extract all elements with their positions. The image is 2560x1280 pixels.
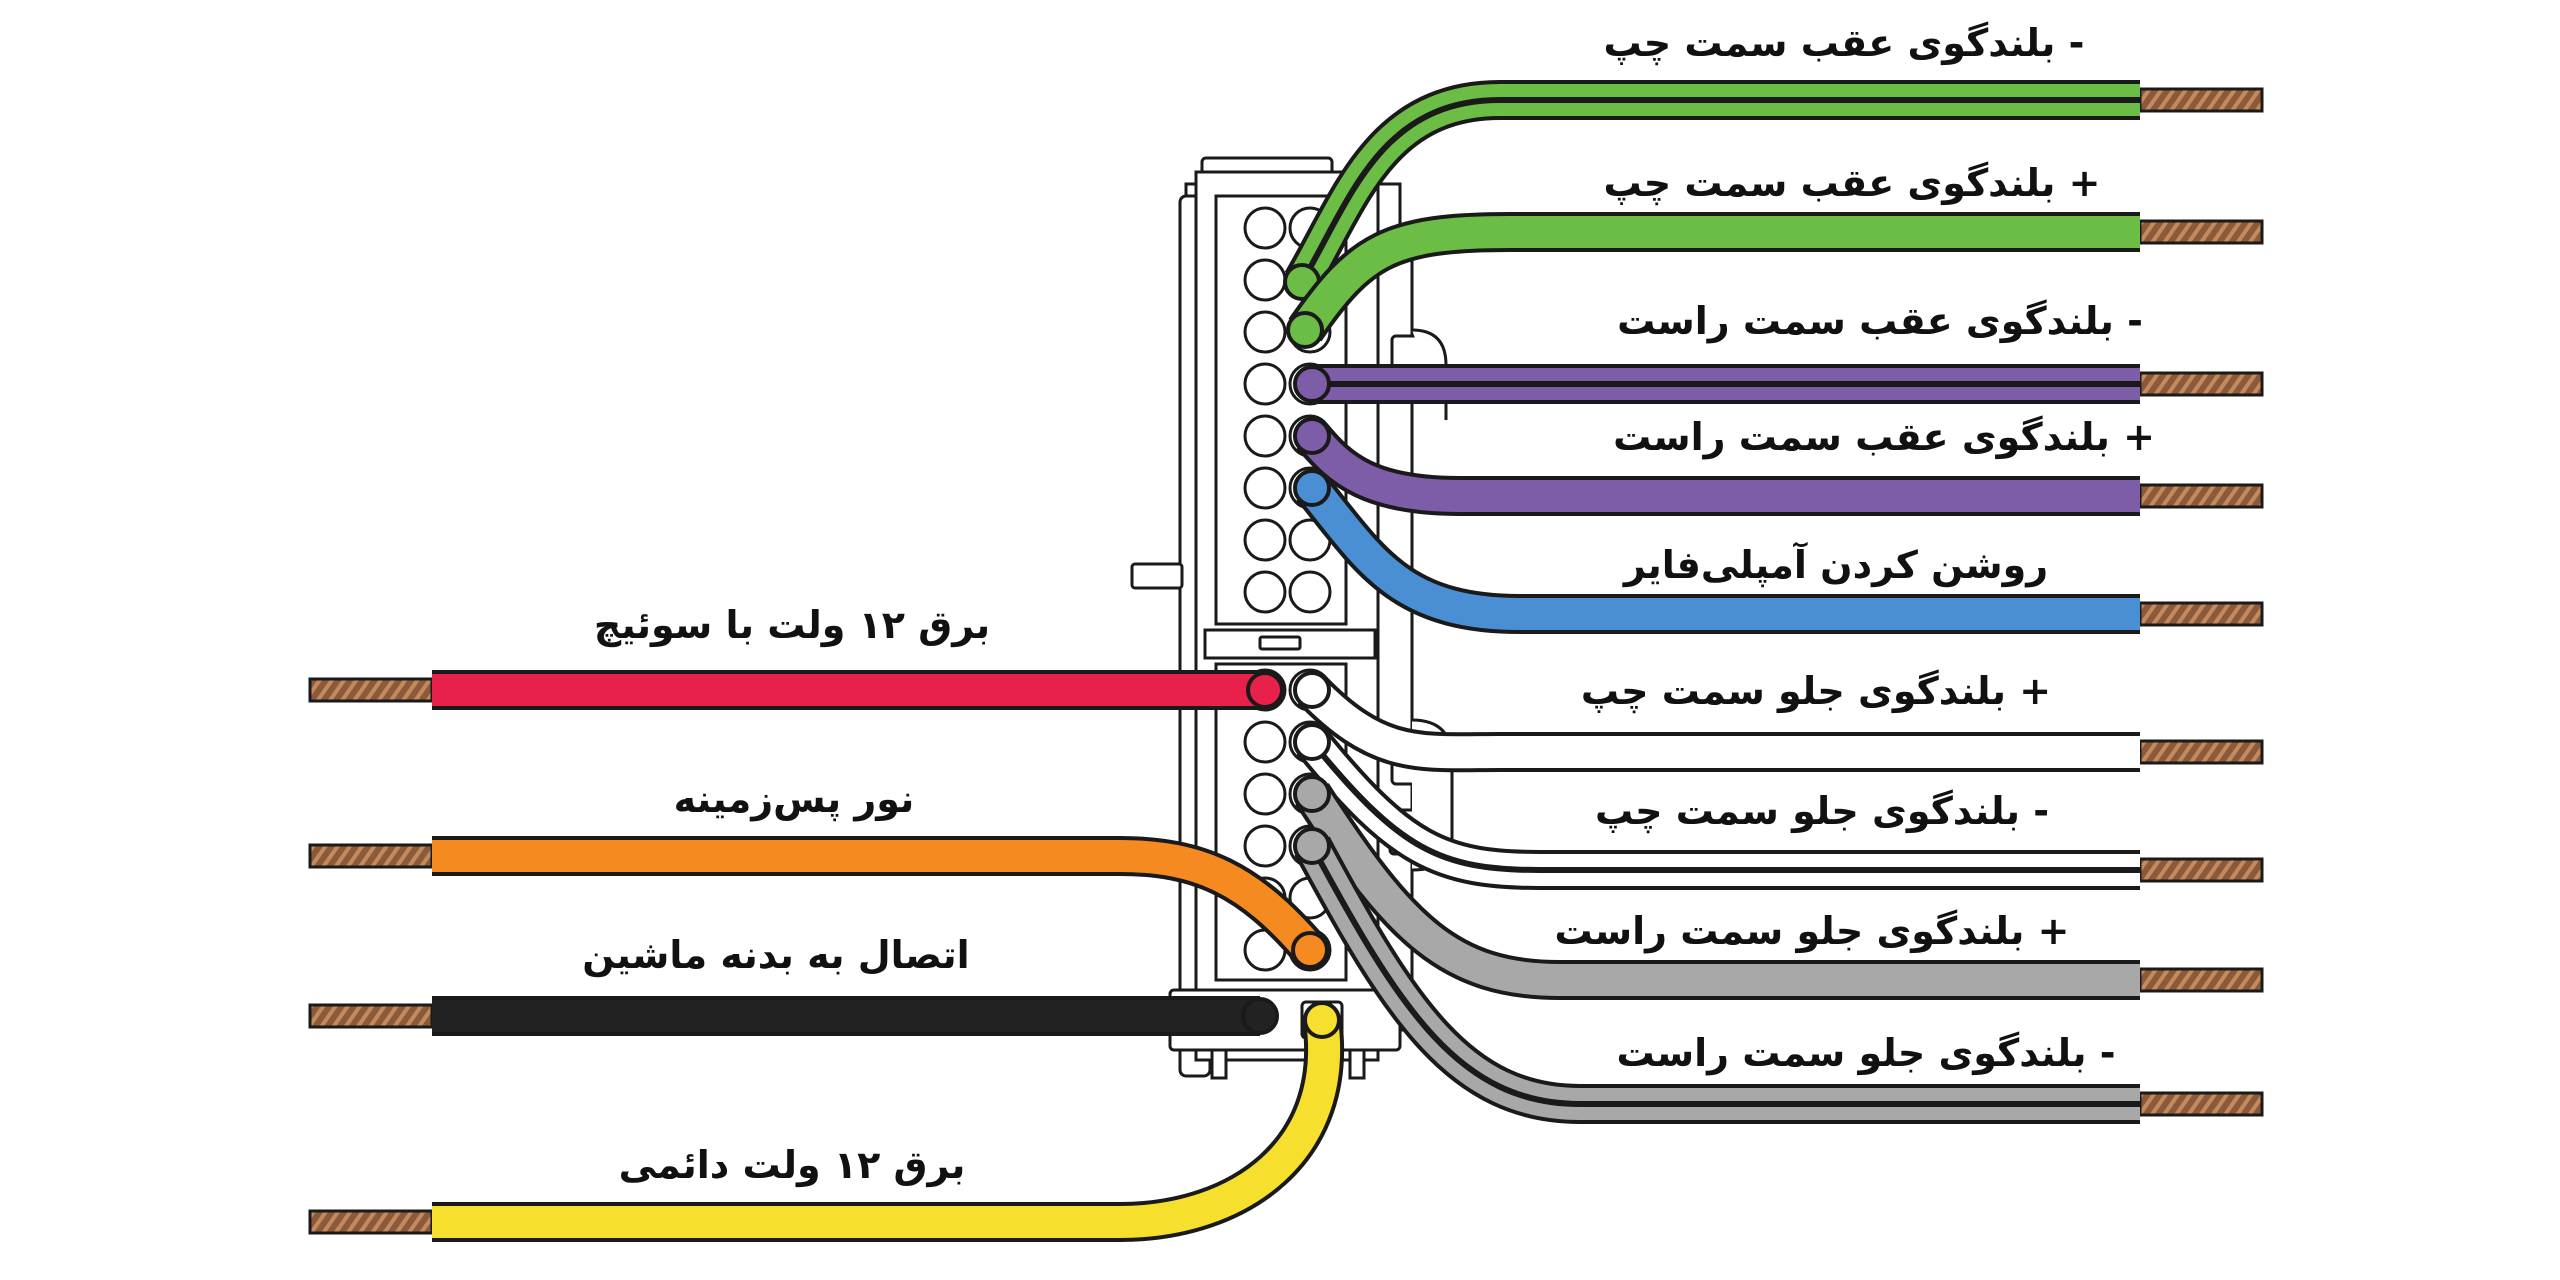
copper-tip [2138,87,2264,113]
wire-pin-cap [1293,365,1331,403]
wire-front-left-neg [1293,723,2264,890]
pin-hole [1243,258,1287,302]
pin-hole [1243,206,1287,250]
pin-hole [1243,518,1287,562]
wire-stripe [1299,97,2140,284]
wire-pin-cap [1293,671,1331,709]
pin-hole [1243,310,1287,354]
wire-front-left-pos [1293,671,2264,773]
label-acc-12v: برق ۱۲ ولت با سوئیچ [594,603,990,648]
label-illumination: نور پس‌زمینه [674,777,915,821]
pin-hole [1243,466,1287,510]
copper-tip [2138,483,2264,509]
label-rear-right-neg: - بلندگوی عقب سمت راست [1617,299,2143,343]
wire-front-right-pos [1293,775,2264,1000]
copper-tip [2138,967,2264,993]
pin-hole [1288,570,1332,614]
copper-tip [2138,219,2264,245]
pin-hole [1243,772,1287,816]
label-rear-left-pos: + بلندگوی عقب سمت چپ [1604,161,2101,205]
label-rear-right-pos: + بلندگوی عقب سمت راست [1613,415,2155,459]
wire-ground [308,996,1279,1036]
pin-hole [1243,362,1287,406]
copper-tip [308,843,434,869]
wire-insulation [1299,477,2140,630]
wire-pin-cap [1286,311,1324,349]
pin-hole [1243,720,1287,764]
wire-insulation [432,840,1323,961]
pin-hole [1243,414,1287,458]
label-rear-left-neg: - بلندگوی عقب سمت چپ [1604,21,2085,65]
copper-tip [308,1003,434,1029]
label-constant-12v: برق ۱۲ ولت دائمی [619,1143,966,1188]
wire-acc-12v [308,670,1284,710]
copper-tip [308,677,434,703]
copper-tip [308,1209,434,1235]
copper-tip [2138,1091,2264,1117]
wire-illumination [308,836,1329,969]
wire-stripe [1309,844,2140,1107]
wire-pin-cap [1241,997,1279,1035]
label-front-left-pos: + بلندگوی جلو سمت چپ [1581,669,2051,713]
copper-tip [2138,857,2264,883]
wire-rear-right-neg [1293,364,2264,404]
label-front-right-neg: - بلندگوی جلو سمت راست [1617,1031,2116,1075]
wire-pin-cap [1246,671,1284,709]
wire-rear-right-pos [1293,417,2264,516]
wire-amp-remote [1293,469,2264,634]
wire-pin-cap [1293,417,1331,455]
wire-insulation [1291,216,2140,340]
copper-tip [2138,371,2264,397]
label-front-right-pos: + بلندگوی جلو سمت راست [1554,909,2069,953]
wire-pin-cap [1303,1001,1341,1039]
copper-tip [2138,739,2264,765]
wire-insulation [1298,785,2140,996]
wires [308,80,2264,1242]
wire-pin-cap [1293,469,1331,507]
wire-front-right-neg [1293,827,2264,1124]
pin-hole [1243,570,1287,614]
label-amp-remote: روشن کردن آمپلی‌فایر [1622,541,2048,588]
wire-pin-cap [1293,723,1331,761]
wire-rear-left-neg [1283,80,2264,301]
wire-rear-left-pos [1286,212,2264,349]
pin-hole [1243,824,1287,868]
wire-pin-cap [1293,827,1331,865]
wire-stripe [1309,740,2140,873]
copper-tip [2138,601,2264,627]
wire-constant-12v [308,1001,1344,1242]
label-front-left-neg: - بلندگوی جلو سمت چپ [1595,789,2049,833]
labels: - بلندگوی عقب سمت چپ + بلندگوی عقب سمت چ… [582,21,2155,1188]
wire-pin-cap [1291,931,1329,969]
wire-pin-cap [1293,775,1331,813]
wire-insulation [432,1017,1340,1238]
wire-insulation [1300,678,2140,769]
label-ground: اتصال به بدنه ماشین [582,933,969,977]
